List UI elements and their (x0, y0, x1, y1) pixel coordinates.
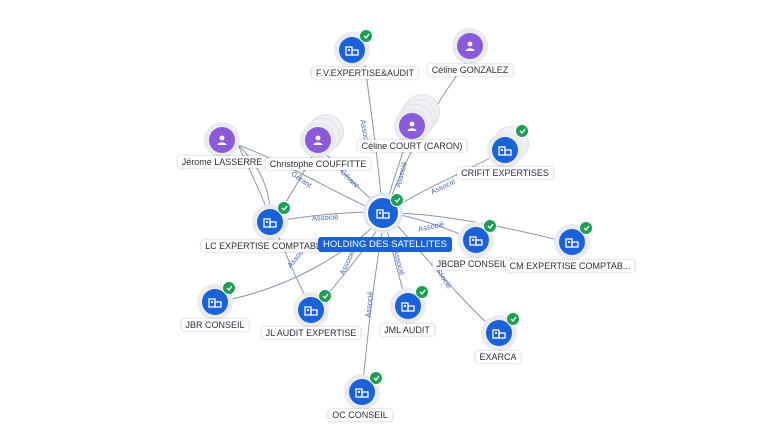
person-icon (457, 33, 483, 59)
node-label[interactable]: LC EXPERTISE COMPTABLE (201, 240, 331, 252)
node-jer[interactable] (204, 122, 240, 158)
building-icon (492, 137, 518, 163)
person-icon (399, 113, 425, 139)
node-label[interactable]: Christophe COUFFITTE (265, 158, 371, 170)
verified-check-icon (369, 371, 383, 385)
verified-check-icon (483, 219, 497, 233)
node-label[interactable]: JL AUDIT EXPERTISE (261, 327, 361, 339)
node-label[interactable]: JML AUDIT (380, 324, 434, 336)
node-crif[interactable] (487, 124, 529, 168)
node-celc[interactable] (394, 94, 440, 144)
node-label[interactable]: EXARCA (475, 351, 521, 363)
node-label[interactable]: Jérome LASSERRE (177, 156, 267, 168)
person-icon (209, 127, 235, 153)
node-label[interactable]: OC CONSEIL (328, 409, 392, 421)
node-exa[interactable] (481, 312, 520, 351)
node-label[interactable]: Céline COURT (CARON) (357, 140, 467, 152)
center-node[interactable] (363, 193, 404, 233)
verified-check-icon (318, 289, 332, 303)
node-label[interactable]: CM EXPERTISE COMPTAB... (505, 260, 635, 272)
node-jbcbp[interactable] (458, 219, 497, 258)
building-icon (339, 37, 365, 63)
edge-label-lc: Associé (311, 212, 339, 223)
node-chr[interactable] (300, 114, 344, 158)
building-icon (366, 193, 404, 230)
node-label[interactable]: JBCBP CONSEIL (432, 258, 512, 270)
verified-check-icon (222, 281, 236, 295)
node-label[interactable]: CRIFIT EXPERTISES (457, 167, 553, 179)
node-jml[interactable] (390, 285, 429, 324)
verified-check-icon (390, 193, 404, 207)
node-lc[interactable] (252, 201, 291, 240)
node-cm[interactable] (554, 221, 593, 260)
edge-jer (237, 144, 375, 211)
person-icon (305, 127, 331, 153)
verified-check-icon (579, 221, 593, 235)
node-label[interactable]: JBR CONSEIL (181, 319, 249, 331)
verified-check-icon (359, 29, 373, 43)
node-jla[interactable] (293, 289, 332, 328)
node-oc[interactable] (344, 371, 383, 410)
node-jbr[interactable] (197, 281, 236, 320)
center-node-label[interactable]: HOLDING DES SATELLITES (318, 237, 452, 252)
edge-fv (364, 64, 383, 206)
verified-check-icon (515, 124, 529, 138)
node-label[interactable]: Céline GONZALEZ (427, 64, 513, 76)
building-icon (559, 229, 585, 255)
node-label[interactable]: F.V.EXPERTISE&AUDIT (311, 67, 419, 79)
verified-check-icon (415, 285, 429, 299)
node-celg[interactable] (452, 28, 488, 64)
node-fv[interactable] (334, 29, 373, 68)
verified-check-icon (277, 201, 291, 215)
verified-check-icon (506, 312, 520, 326)
edge-jbr (215, 221, 379, 303)
